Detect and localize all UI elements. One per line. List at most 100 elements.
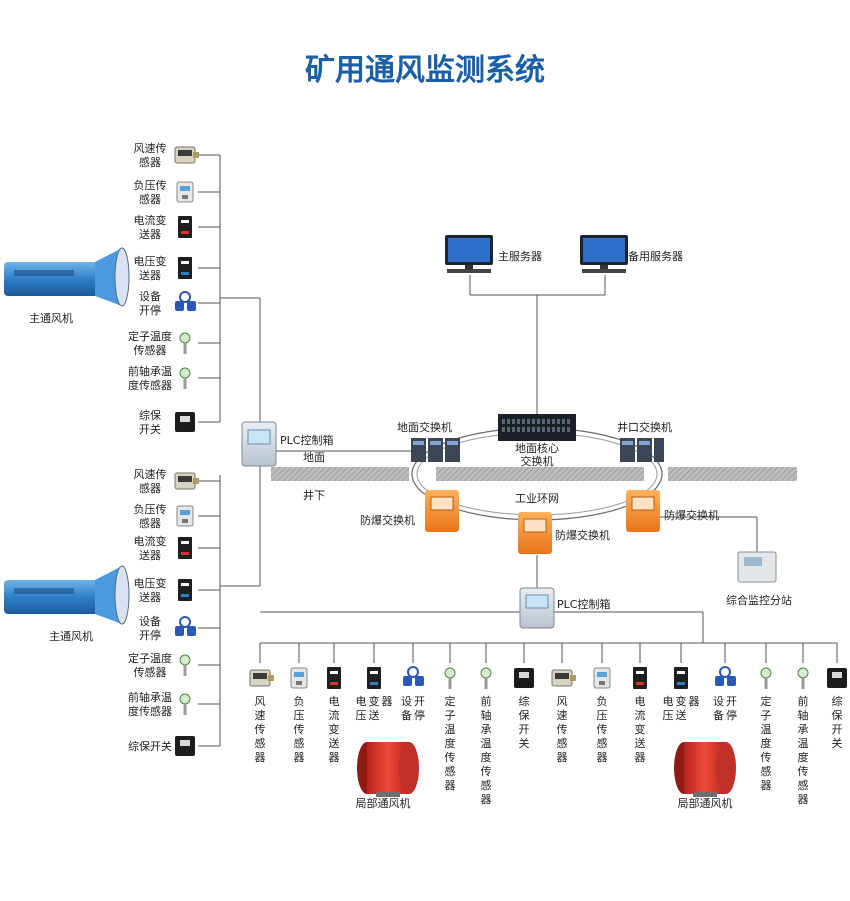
local-fan-left[interactable]: 局部通风机: [356, 742, 420, 810]
sensor-item[interactable]: 定子温度传感器: [760, 667, 772, 792]
monitoring-substation[interactable]: 综合监控分站: [726, 551, 792, 607]
explosion-proof-switch-right[interactable]: 防爆交换机: [626, 490, 719, 532]
sensor-item[interactable]: 电流变送器: [633, 667, 647, 764]
plc-control-box-lower[interactable]: PLC控制箱: [519, 587, 610, 629]
sensor-label: 度传感器: [128, 378, 172, 392]
explosion-proof-switch-left[interactable]: 防爆交换机: [360, 490, 459, 532]
voltage-transmitter-icon: [367, 667, 381, 689]
backup-server-label: 备用服务器: [628, 249, 683, 263]
sensor-item[interactable]: 风速传感器: [551, 669, 576, 764]
sensor-item[interactable]: 综保开关: [827, 668, 847, 750]
wind-speed-sensor-icon: [174, 146, 199, 164]
protection-switch-icon: [514, 668, 534, 688]
sensor-label: 风速传: [134, 468, 167, 481]
local-fan-right[interactable]: 局部通风机: [674, 742, 736, 810]
sensor-label: 综保: [139, 408, 161, 422]
main-fan-label: 主通风机: [29, 311, 73, 325]
din-switch-icon: [411, 438, 460, 462]
sensor-label: 感器: [139, 156, 161, 169]
negative-pressure-sensor-icon: [290, 667, 308, 689]
sensor-label: 电流变送器: [635, 695, 646, 764]
sensor-item[interactable]: 负压传感器: [134, 178, 194, 206]
sensor-label: 设备: [139, 614, 161, 628]
keyboard-icon: [447, 269, 491, 273]
sensor-label: 器: [689, 695, 700, 708]
main-fan-upper[interactable]: 主通风机: [4, 247, 130, 325]
ground-layer-bar: [436, 467, 644, 481]
ground-layer-bar: [271, 467, 409, 481]
bearing-temperature-sensor-icon: [797, 667, 809, 689]
ground-switch[interactable]: 地面交换机: [397, 420, 460, 462]
sensor-item[interactable]: 前轴承温度传感器: [128, 690, 191, 718]
sensor-item[interactable]: 风速传感器: [249, 669, 274, 764]
ground-switch-label: 地面交换机: [397, 420, 452, 434]
sensor-item[interactable]: 综保开关: [514, 668, 534, 750]
main-fan-label-2: 主通风机: [49, 629, 93, 643]
current-transmitter-icon: [327, 667, 341, 689]
sensor-label: 负压传: [134, 502, 167, 516]
plc-control-box-upper[interactable]: PLC控制箱: [241, 421, 333, 467]
sensor-item[interactable]: 定子温度传感器: [444, 667, 456, 792]
sensor-item[interactable]: 风速传感器: [134, 468, 200, 495]
main-server[interactable]: 主服务器: [445, 235, 542, 273]
main-fan-icon: [4, 565, 130, 625]
sensor-item[interactable]: 负压传感器: [290, 667, 308, 764]
plc-upper-label: PLC控制箱: [280, 433, 333, 447]
shaft-switch-label: 井口交换机: [617, 420, 672, 434]
current-transmitter-icon: [178, 216, 192, 238]
underground-label: 井下: [303, 488, 325, 502]
explosion-proof-switch-mid[interactable]: 防爆交换机: [518, 512, 610, 554]
explosion-proof-box-icon: [518, 512, 552, 554]
current-transmitter-icon: [633, 667, 647, 689]
core-switch[interactable]: 地面核心 交换机: [498, 414, 576, 468]
sensor-item[interactable]: 负压传感器: [593, 667, 611, 764]
sensor-item[interactable]: 前轴承温度传感器: [797, 667, 809, 806]
sensor-label: 电压: [663, 695, 674, 722]
sensor-label: 感器: [139, 193, 161, 206]
on-off-sensor-icon: [403, 666, 424, 686]
sensor-item[interactable]: 电流变送器: [327, 667, 341, 764]
sensor-label: 变送: [676, 694, 687, 722]
sensor-item[interactable]: 电流变送器: [134, 213, 193, 241]
sensor-item[interactable]: 前轴承温度传感器: [128, 364, 191, 392]
sensor-label: 风速传: [134, 142, 167, 155]
sensor-item[interactable]: 风速传感器: [134, 142, 200, 169]
shaft-switch[interactable]: 井口交换机: [617, 420, 672, 462]
sensor-label: 送器: [139, 268, 161, 282]
stator-temperature-sensor-icon: [179, 654, 191, 676]
sensor-item[interactable]: 前轴承温度传感器: [480, 667, 492, 806]
server-lines: [469, 275, 606, 414]
sensor-item[interactable]: 定子温度传感器: [128, 651, 191, 679]
sensor-item[interactable]: 电流变送器: [134, 534, 193, 562]
on-off-sensor-icon: [175, 616, 196, 636]
wind-speed-sensor-icon: [249, 669, 274, 687]
sensor-item[interactable]: 综保开关: [139, 408, 195, 436]
main-fan-lower[interactable]: 主通风机: [4, 565, 130, 643]
bearing-temperature-sensor-icon: [179, 367, 191, 389]
sensor-item[interactable]: 综保开关: [128, 736, 195, 756]
explosion-proof-box-icon: [425, 490, 459, 532]
sensor-label: 开停: [726, 695, 737, 722]
backup-server[interactable]: 备用服务器: [580, 235, 683, 273]
sensor-item[interactable]: 定子温度传感器: [128, 329, 191, 357]
on-off-sensor-icon: [715, 666, 736, 686]
sensor-label: 前轴承温度传感器: [481, 694, 492, 806]
underground-lines: [260, 516, 837, 644]
sensor-item[interactable]: 负压传感器: [134, 502, 194, 530]
explosion-switch-mid-label: 防爆交换机: [555, 528, 610, 542]
bearing-temperature-sensor-icon: [179, 693, 191, 715]
stator-temperature-sensor-icon: [444, 667, 456, 689]
voltage-transmitter-icon: [674, 667, 688, 689]
local-fan-icon: [357, 742, 419, 797]
monitoring-substation-label: 综合监控分站: [726, 593, 792, 607]
